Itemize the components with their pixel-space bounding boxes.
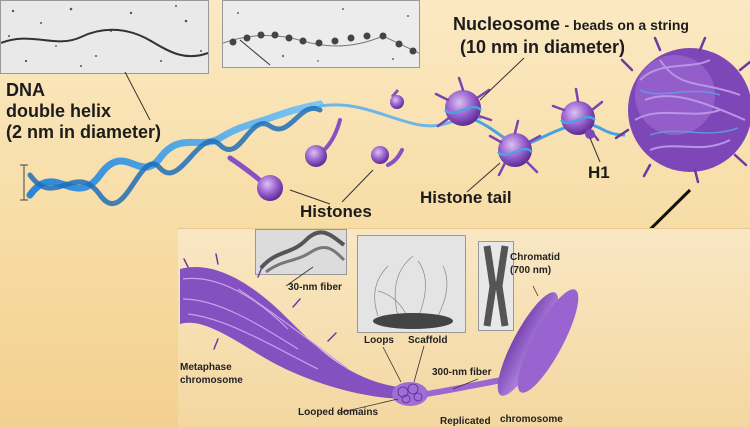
replicated-label: Replicated <box>440 416 491 427</box>
nucleosome-label: Nucleosome - beads on a string <box>453 14 689 35</box>
loops-label: Loops <box>364 335 394 346</box>
metaphase-line2: chromosome <box>180 375 243 386</box>
dna-label: DNA double helix (2 nm in diameter) <box>6 80 161 143</box>
chromosome-label: chromosome <box>500 414 563 425</box>
chromatid-size: (700 nm) <box>510 265 552 276</box>
loops-scaffold-micrograph <box>357 235 466 333</box>
nucleosome-micrograph <box>222 0 420 68</box>
chromosome-illustration <box>180 253 579 414</box>
chromatid-title: Chromatid <box>510 252 560 263</box>
chromatid-label: Chromatid (700 nm) <box>510 251 560 277</box>
chromatin-fiber-mass <box>614 36 750 184</box>
dna-subtitle: double helix <box>6 101 112 121</box>
histone-tail-label: Histone tail <box>420 188 512 207</box>
nucleosome-beads <box>434 76 604 177</box>
metaphase-chromosome-label: Metaphase chromosome <box>180 361 243 387</box>
fiber-30nm-label: 30-nm fiber <box>288 282 342 293</box>
nucleosome-subtitle: - beads on a string <box>564 17 689 33</box>
fiber-300nm-label: 300-nm fiber <box>432 367 492 378</box>
looped-domains-label: Looped domains <box>298 407 378 418</box>
chromatid-micrograph <box>478 241 514 331</box>
metaphase-line1: Metaphase <box>180 362 232 373</box>
chromosome-structure-panel: 30-nm fiber Chromatid (700 nm) Loops Sca… <box>178 228 750 427</box>
dna-micrograph <box>0 0 209 74</box>
free-histones <box>227 89 404 201</box>
nucleosome-diameter: (10 nm in diameter) <box>460 37 626 57</box>
histones-label: Histones <box>300 202 372 221</box>
h1-label: H1 <box>588 163 610 182</box>
nucleosome-title: Nucleosome <box>453 14 561 34</box>
fiber-30nm-micrograph <box>255 229 347 275</box>
dna-diameter: (2 nm in diameter) <box>6 122 162 142</box>
scaffold-label: Scaffold <box>408 335 448 346</box>
dna-title: DNA <box>6 80 45 100</box>
